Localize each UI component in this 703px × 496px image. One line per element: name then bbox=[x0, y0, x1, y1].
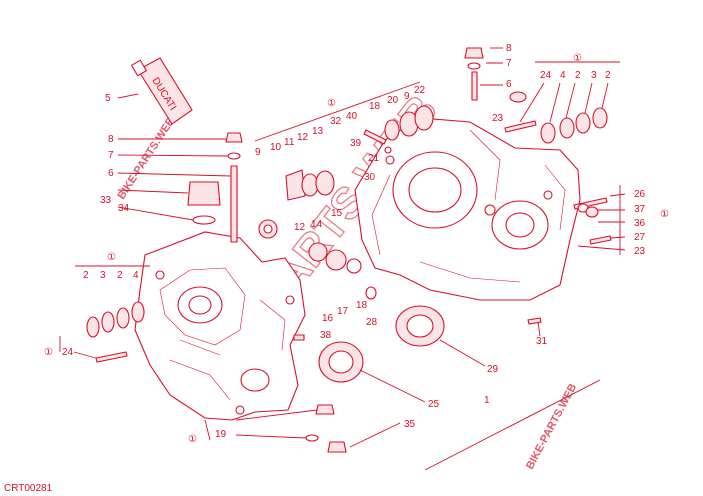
label-2: 2 bbox=[575, 70, 581, 81]
parts: DUCATI bbox=[86, 47, 612, 453]
label-19: 19 bbox=[215, 429, 227, 440]
ref-symbol: ① bbox=[188, 434, 197, 445]
label-2: 2 bbox=[83, 270, 89, 281]
label-6: 6 bbox=[506, 79, 512, 90]
label-31: 31 bbox=[536, 336, 548, 347]
ref-symbol: ① bbox=[660, 209, 669, 220]
label-12: 12 bbox=[297, 132, 309, 143]
label-39: 39 bbox=[350, 138, 362, 149]
sealant-tube: DUCATI bbox=[130, 57, 193, 125]
label-18: 18 bbox=[369, 101, 381, 112]
label-35: 35 bbox=[404, 419, 416, 430]
ref-symbol: ① bbox=[44, 347, 53, 358]
label-18: 18 bbox=[356, 300, 368, 311]
label-21: 21 bbox=[368, 153, 380, 164]
right-crankcase-half bbox=[354, 117, 581, 301]
label-16: 16 bbox=[322, 313, 334, 324]
label-8: 8 bbox=[506, 43, 512, 54]
label-26: 26 bbox=[634, 189, 646, 200]
label-23: 23 bbox=[492, 113, 504, 124]
label-27: 27 bbox=[634, 232, 646, 243]
label-32: 32 bbox=[330, 116, 342, 127]
label-24: 24 bbox=[540, 70, 552, 81]
label-3: 3 bbox=[591, 70, 597, 81]
label-5: 5 bbox=[105, 93, 111, 104]
label-12: 12 bbox=[294, 222, 306, 233]
label-1: 1 bbox=[484, 395, 490, 406]
label-30: 30 bbox=[364, 172, 376, 183]
leader-lines bbox=[59, 47, 626, 471]
ref-symbol: ① bbox=[573, 53, 582, 64]
label-2: 2 bbox=[117, 270, 123, 281]
part-labels: 5 8 7 6 33 34 2 3 2 4 24 9 10 11 12 13 3… bbox=[62, 43, 646, 440]
label-34: 34 bbox=[118, 203, 130, 214]
label-36: 36 bbox=[634, 218, 646, 229]
label-22: 22 bbox=[414, 85, 426, 96]
watermark-top: BIKE-PARTS.WEB bbox=[115, 115, 177, 201]
label-4: 4 bbox=[560, 70, 566, 81]
label-28: 28 bbox=[366, 317, 378, 328]
label-38: 38 bbox=[320, 330, 332, 341]
diagram-code: CRT00281 bbox=[4, 483, 53, 494]
reference-symbols: ① ① ① ① ① ① bbox=[44, 53, 669, 445]
label-3: 3 bbox=[100, 270, 106, 281]
left-crankcase-half bbox=[134, 231, 306, 421]
label-10: 10 bbox=[270, 142, 282, 153]
label-9: 9 bbox=[255, 147, 261, 158]
label-2: 2 bbox=[605, 70, 611, 81]
label-24: 24 bbox=[62, 347, 74, 358]
label-8: 8 bbox=[108, 134, 114, 145]
label-9: 9 bbox=[404, 91, 410, 102]
label-20: 20 bbox=[387, 95, 399, 106]
label-23: 23 bbox=[634, 246, 646, 257]
label-13: 13 bbox=[312, 126, 324, 137]
label-37: 37 bbox=[634, 204, 646, 215]
ref-symbol: ① bbox=[327, 98, 336, 109]
label-4: 4 bbox=[133, 270, 139, 281]
label-6: 6 bbox=[108, 168, 114, 179]
label-40: 40 bbox=[346, 111, 358, 122]
label-11: 11 bbox=[284, 137, 295, 148]
label-7: 7 bbox=[108, 150, 114, 161]
label-14: 14 bbox=[311, 219, 323, 230]
label-15: 15 bbox=[331, 208, 343, 219]
label-33: 33 bbox=[100, 195, 112, 206]
label-29: 29 bbox=[487, 364, 499, 375]
label-17: 17 bbox=[337, 306, 349, 317]
ref-symbol: ① bbox=[107, 252, 116, 263]
label-25: 25 bbox=[428, 399, 440, 410]
label-7: 7 bbox=[506, 58, 512, 69]
